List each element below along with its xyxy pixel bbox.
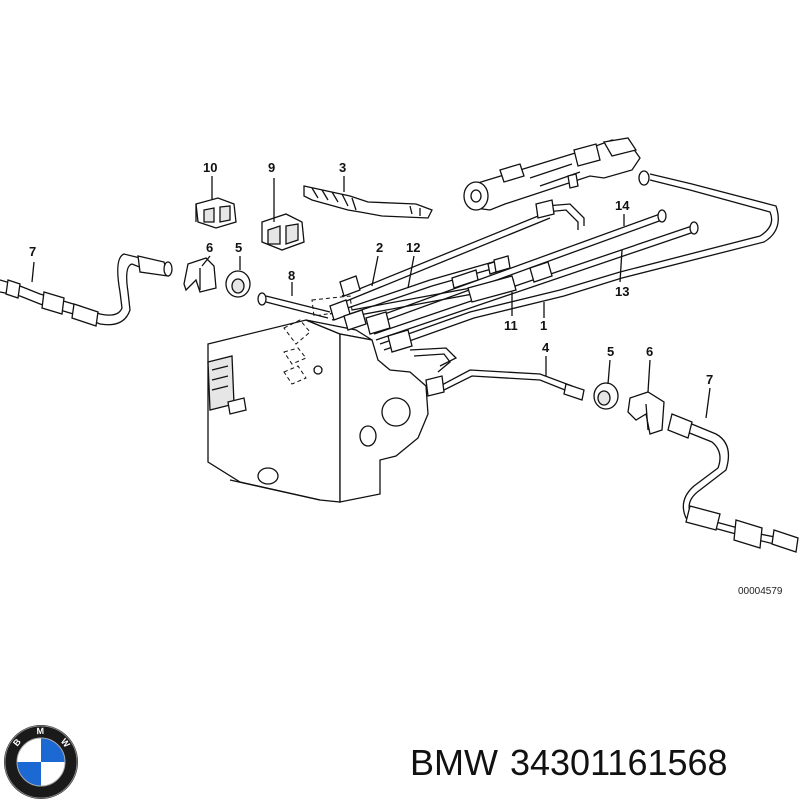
callout-11: 11: [504, 318, 518, 333]
callout-4: 4: [542, 340, 550, 355]
master-cylinder-line: [535, 199, 585, 230]
callout-1: 1: [540, 318, 547, 333]
callout-8: 8: [288, 268, 295, 283]
callout-5-right: 5: [607, 344, 614, 359]
brand-name: BMW: [410, 742, 498, 783]
part-6-bracket-left: [183, 257, 217, 293]
brake-line-4: [409, 347, 585, 401]
callout-7-right: 7: [706, 372, 713, 387]
part-5-grommet-left: [225, 270, 251, 298]
callout-6-right: 6: [646, 344, 653, 359]
diagram-reference-code: 00004579: [738, 586, 783, 597]
callout-7-left: 7: [29, 244, 36, 259]
part-7-brake-hose-left: [0, 253, 173, 327]
callout-12: 12: [406, 240, 420, 255]
brake-line-1: [379, 170, 779, 351]
callout-13: 13: [615, 284, 629, 299]
svg-text:M: M: [36, 726, 44, 736]
part-7-brake-hose-right: [667, 413, 799, 553]
brake-line-11: [351, 275, 517, 317]
callout-2: 2: [376, 240, 383, 255]
callout-9: 9: [268, 160, 275, 175]
part-10-clip: [195, 197, 237, 229]
bmw-logo-icon: B M W: [4, 725, 78, 799]
abs-hydraulic-unit: [207, 295, 429, 503]
callout-5-left: 5: [235, 240, 242, 255]
logo-letters: B: [11, 736, 23, 748]
part-caption: BMW 34301161568: [410, 733, 740, 793]
part-5-grommet-right: [593, 382, 619, 410]
part-6-bracket-right: [627, 391, 665, 435]
callout-6-left: 6: [206, 240, 213, 255]
brake-line-14: [367, 209, 667, 327]
part-3-holder: [303, 185, 433, 219]
master-cylinder: [463, 137, 641, 211]
brake-line-8: [257, 292, 331, 319]
brake-line-2: [341, 211, 551, 303]
callout-3: 3: [339, 160, 346, 175]
callout-14: 14: [615, 198, 630, 213]
line-fittings: [329, 255, 553, 353]
part-9-clip: [261, 213, 305, 251]
callout-10: 10: [203, 160, 217, 175]
part-number: 34301161568: [509, 742, 728, 783]
callout-leaders: [31, 176, 711, 419]
